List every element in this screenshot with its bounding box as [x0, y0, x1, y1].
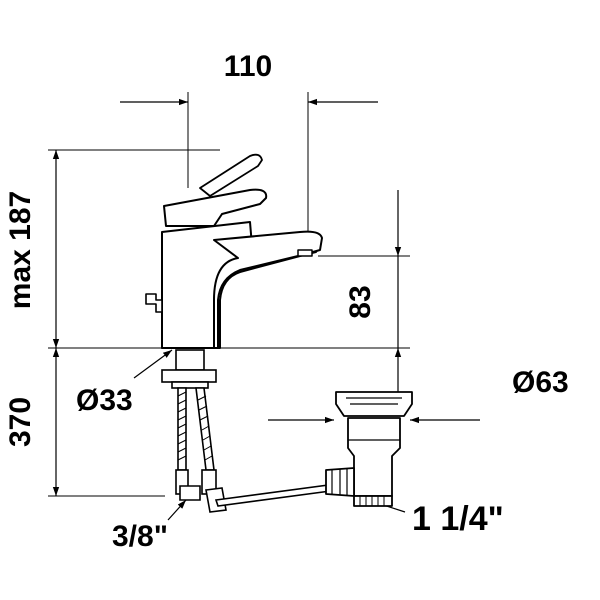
dimension-lines — [52, 98, 480, 521]
dim-label-110: 110 — [224, 50, 272, 83]
dim-label-diameter-33: Ø33 — [76, 384, 133, 417]
spout-arm — [213, 230, 323, 349]
faucet-body — [145, 153, 323, 349]
dim-label-max-187: max 187 — [4, 191, 37, 309]
leader-33 — [133, 349, 173, 379]
hose-right — [195, 387, 215, 471]
hose-nut-left — [179, 485, 201, 501]
lever-handle — [163, 188, 268, 227]
dim-label-83: 83 — [344, 285, 377, 318]
leader-3-8 — [167, 499, 187, 521]
popup-linkage — [214, 483, 340, 507]
fixing-nut — [161, 369, 217, 383]
drain-thread — [353, 495, 393, 507]
drain-assembly — [325, 391, 413, 507]
dim-label-1-1-4: 1 1/4" — [412, 500, 504, 538]
extension-lines — [48, 92, 410, 497]
drain-body — [347, 417, 401, 497]
dim-label-3-8: 3/8" — [112, 520, 168, 553]
dim-label-370: 370 — [4, 397, 37, 447]
lever-raised-outline — [199, 153, 263, 197]
fixing-washer — [171, 381, 209, 389]
dim-label-diameter-63: Ø63 — [512, 366, 569, 399]
popup-rod — [145, 293, 163, 313]
supply-assembly — [161, 349, 340, 513]
aerator — [297, 249, 313, 257]
threaded-stud — [175, 349, 205, 371]
